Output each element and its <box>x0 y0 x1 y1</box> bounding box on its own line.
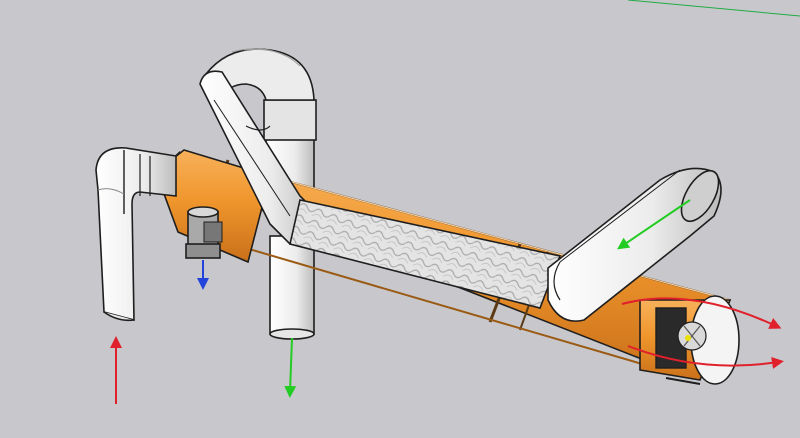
fresh-air-out-arrow-top <box>621 297 782 329</box>
flow-arrows <box>110 199 784 404</box>
outlet-end <box>639 295 740 385</box>
exhaust-in-arrow <box>617 199 691 250</box>
fresh-air-out-arrow-bottom <box>627 345 784 369</box>
exhaust-inlet-white-pipe <box>547 167 722 322</box>
flex-duct <box>289 199 562 309</box>
orange-pipe-left-end <box>155 149 271 264</box>
top-white-elbow-pipe <box>205 48 317 191</box>
axis-line <box>627 0 800 17</box>
intake-white-pipe <box>95 147 177 322</box>
vertical-exhaust-pipe <box>269 235 315 340</box>
exhaust-down-arrow <box>284 337 297 398</box>
condensate-drain <box>185 206 223 259</box>
